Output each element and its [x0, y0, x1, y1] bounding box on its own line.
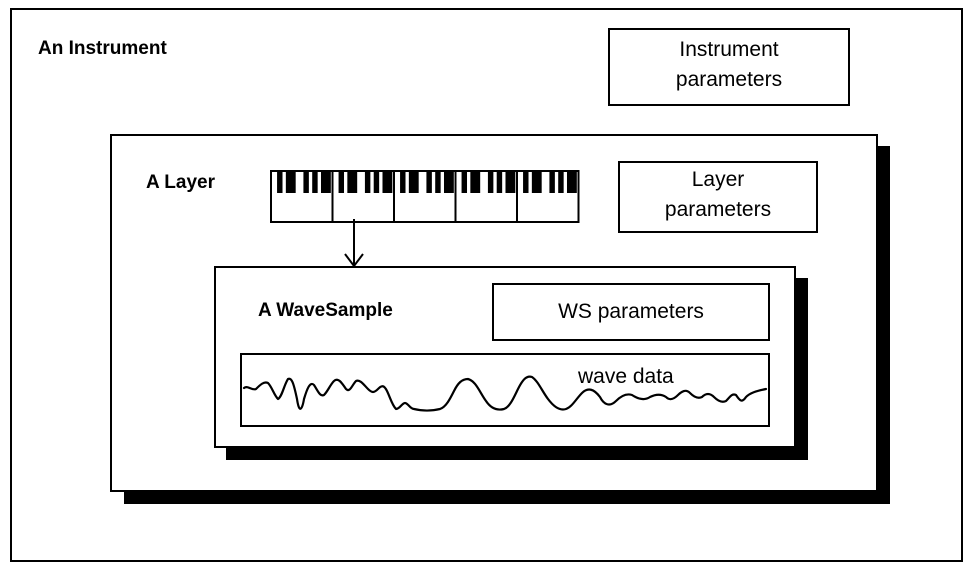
black-key	[303, 171, 309, 193]
ws-parameters-box	[492, 283, 770, 341]
black-key	[290, 171, 296, 193]
black-key	[413, 171, 419, 193]
black-key	[285, 171, 292, 193]
black-key	[566, 171, 573, 193]
black-key	[487, 171, 494, 193]
instrument-title: An Instrument	[38, 38, 167, 59]
black-key	[474, 171, 481, 193]
black-key	[338, 171, 345, 193]
layer-title: A Layer	[146, 172, 215, 193]
instrument-parameters-label: Instrument parameters	[675, 38, 783, 91]
black-key	[400, 171, 406, 193]
black-key	[325, 171, 331, 193]
black-key	[312, 171, 318, 193]
ws-parameters-label: WS parameters	[558, 300, 704, 323]
black-key	[320, 171, 327, 193]
black-key	[443, 171, 450, 193]
black-key	[509, 171, 516, 193]
black-key	[470, 171, 476, 193]
black-key	[386, 171, 393, 193]
waveform-icon	[242, 375, 768, 412]
black-key	[536, 171, 542, 193]
black-key	[496, 171, 503, 193]
black-key	[505, 171, 511, 193]
black-key	[347, 171, 353, 193]
black-key	[351, 171, 358, 193]
black-key	[531, 171, 538, 193]
wavesample-title: A WaveSample	[258, 300, 393, 321]
wave-data-label: wave data	[578, 365, 674, 388]
arrow-down-icon	[344, 219, 364, 268]
black-key	[426, 171, 432, 193]
instrument-parameters-box	[608, 28, 850, 106]
layer-parameters-label: Layer parameters	[664, 168, 772, 221]
black-key	[382, 171, 388, 193]
black-key	[461, 171, 468, 193]
black-key	[558, 171, 564, 193]
black-key	[571, 171, 577, 193]
black-key	[364, 171, 371, 193]
black-key	[549, 171, 555, 193]
keyboard-icon	[270, 170, 580, 223]
black-key	[277, 171, 283, 193]
black-key	[448, 171, 454, 193]
black-key	[435, 171, 441, 193]
layer-parameters-box	[618, 161, 818, 233]
black-key	[373, 171, 380, 193]
black-key	[408, 171, 415, 193]
black-key	[523, 171, 529, 193]
